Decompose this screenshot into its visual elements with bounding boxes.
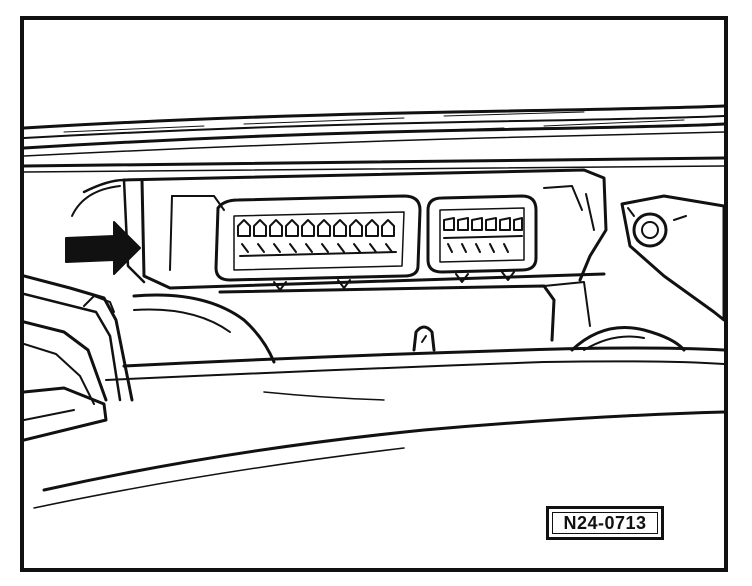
figure-reference-code-text: N24-0713 xyxy=(563,512,647,533)
body-panel xyxy=(24,104,724,173)
engine-bay-illustration xyxy=(24,104,724,509)
control-unit-housing xyxy=(132,281,686,364)
figure-reference-code: N24-0713 xyxy=(546,506,664,540)
connector-right xyxy=(426,194,538,283)
arrow-right-icon xyxy=(65,221,141,275)
left-trim-bundle xyxy=(24,274,134,442)
lower-engine-cover xyxy=(33,346,724,509)
side-mount-bracket xyxy=(620,194,724,322)
connector-left xyxy=(214,194,422,291)
control-unit-bracket xyxy=(71,168,608,290)
figure-frame: N24-0713 xyxy=(20,16,728,572)
